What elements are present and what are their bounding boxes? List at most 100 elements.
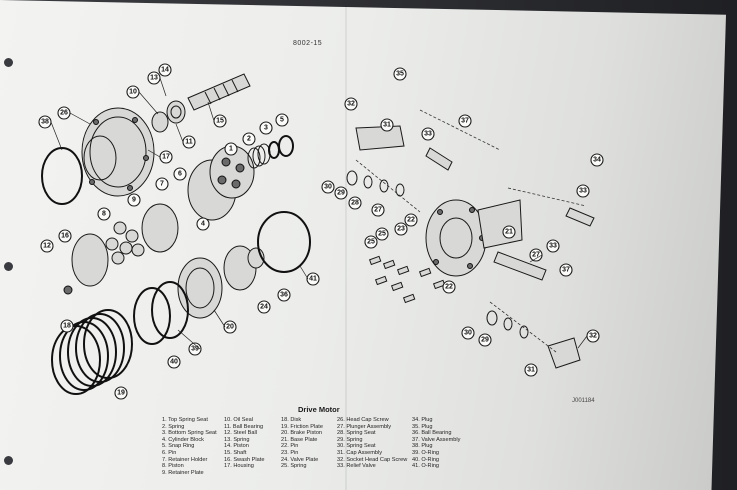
- svg-text:2: 2: [247, 136, 251, 143]
- spring-part: [247, 135, 294, 169]
- svg-text:28: 28: [351, 200, 359, 207]
- svg-text:37: 37: [461, 118, 469, 125]
- legend-item: 8. Piston: [162, 463, 184, 470]
- valve-assembly-part: [419, 109, 547, 281]
- callout-30: 30: [321, 180, 335, 194]
- legend-column-5: 34. Plug 35. Plug 36. Ball Bearing 37. V…: [412, 417, 460, 470]
- steel-ball-part: [63, 285, 73, 295]
- callout-17: 17: [159, 150, 173, 164]
- callout-38: 38: [38, 115, 52, 129]
- legend-item: 40. O-Ring: [412, 456, 440, 463]
- callout-26: 26: [57, 106, 71, 120]
- svg-text:41: 41: [309, 276, 317, 283]
- callout-28: 28: [348, 196, 362, 210]
- legend-item: 11. Ball Bearing: [224, 423, 264, 430]
- callout-11: 11: [182, 135, 196, 149]
- legend-item: 10. Oil Seal: [224, 417, 253, 423]
- callout-1: 1: [224, 142, 238, 156]
- o-ring-part: [151, 281, 189, 339]
- svg-text:15: 15: [216, 118, 224, 125]
- legend-item: 15. Shaft: [224, 449, 247, 456]
- relief-valve-part: [565, 207, 595, 227]
- swash-plate-part: [71, 233, 109, 287]
- callout-33: 33: [576, 184, 590, 198]
- diagram-title: Drive Motor: [298, 405, 340, 414]
- callout-24: 24: [257, 300, 271, 314]
- legend-item: 21. Base Plate: [281, 436, 318, 443]
- svg-text:3: 3: [264, 125, 268, 132]
- callout-37: 37: [559, 263, 573, 277]
- callout-23: 23: [394, 222, 408, 236]
- callout-18: 18: [60, 319, 74, 333]
- svg-text:31: 31: [383, 122, 391, 129]
- svg-text:24: 24: [260, 304, 268, 311]
- callout-21: 21: [502, 225, 516, 239]
- svg-text:6: 6: [178, 171, 182, 178]
- callout-30: 30: [461, 326, 475, 340]
- legend-column-3: 18. Disk 19. Friction Plate 20. Brake Pi…: [281, 417, 323, 470]
- svg-text:1: 1: [229, 146, 233, 153]
- legend-column-1: 1. Top Spring Seat 2. Spring 3. Bottom S…: [162, 417, 217, 476]
- svg-text:36: 36: [280, 292, 288, 299]
- legend-item: 5. Snap Ring: [162, 443, 195, 450]
- svg-text:21: 21: [505, 229, 513, 236]
- svg-text:14: 14: [161, 67, 169, 74]
- legend-item: 27. Plunger Assembly: [337, 423, 392, 430]
- svg-text:22: 22: [445, 284, 453, 291]
- legend-item: 22. Pin: [281, 443, 299, 450]
- housing-part: [81, 107, 155, 197]
- svg-text:18: 18: [63, 323, 71, 330]
- legend-item: 18. Disk: [281, 417, 302, 423]
- callout-35: 35: [393, 67, 407, 81]
- callout-4: 4: [196, 217, 210, 231]
- legend-item: 3. Bottom Spring Seat: [162, 430, 217, 437]
- svg-text:33: 33: [579, 188, 587, 195]
- callout-22: 22: [404, 213, 418, 227]
- svg-text:30: 30: [464, 330, 472, 337]
- legend-item: 7. Retainer Holder: [162, 456, 208, 463]
- leader-lines: [50, 77, 588, 350]
- cap-assembly-part: [547, 337, 581, 369]
- o-ring-part: [257, 211, 311, 273]
- svg-text:40: 40: [170, 359, 178, 366]
- legend-item: 41. O-Ring: [412, 463, 440, 470]
- callout-20: 20: [223, 320, 237, 334]
- callout-32: 32: [586, 329, 600, 343]
- svg-text:20: 20: [226, 324, 234, 331]
- callout-39: 39: [188, 342, 202, 356]
- o-ring-part: [41, 147, 83, 205]
- bearing-part: [166, 100, 186, 124]
- relief-valve-part: [425, 147, 453, 171]
- svg-text:32: 32: [347, 101, 355, 108]
- callout-12: 12: [40, 239, 54, 253]
- svg-text:17: 17: [162, 154, 170, 161]
- svg-text:34: 34: [593, 157, 601, 164]
- legend-item: 35. Plug: [412, 423, 433, 430]
- svg-text:5: 5: [280, 117, 284, 124]
- callout-8: 8: [97, 207, 111, 221]
- callout-22: 22: [442, 280, 456, 294]
- legend-item: 23. Pin: [281, 449, 299, 456]
- callout-2: 2: [242, 132, 256, 146]
- callout-29: 29: [334, 186, 348, 200]
- svg-text:10: 10: [129, 89, 137, 96]
- legend-item: 39. O-Ring: [412, 449, 440, 456]
- cylinder-block-part: [187, 145, 255, 221]
- plunger-parts: [346, 170, 529, 339]
- cap-assembly-part: [355, 125, 405, 151]
- callout-34: 34: [590, 153, 604, 167]
- legend-item: 37. Valve Assembly: [412, 436, 461, 443]
- legend-item: 4. Cylinder Block: [162, 436, 204, 443]
- callout-9: 9: [127, 193, 141, 207]
- callout-32: 32: [344, 97, 358, 111]
- svg-text:8: 8: [102, 211, 106, 218]
- legend-item: 2. Spring: [162, 423, 185, 430]
- callout-10: 10: [126, 85, 140, 99]
- retainer-plate-part: [141, 203, 179, 253]
- callout-19: 19: [114, 386, 128, 400]
- figure-number: 8002-15: [293, 40, 323, 47]
- base-plate-part: [425, 199, 523, 277]
- callout-3: 3: [259, 121, 273, 135]
- svg-text:39: 39: [191, 346, 199, 353]
- o-ring-part: [133, 287, 171, 345]
